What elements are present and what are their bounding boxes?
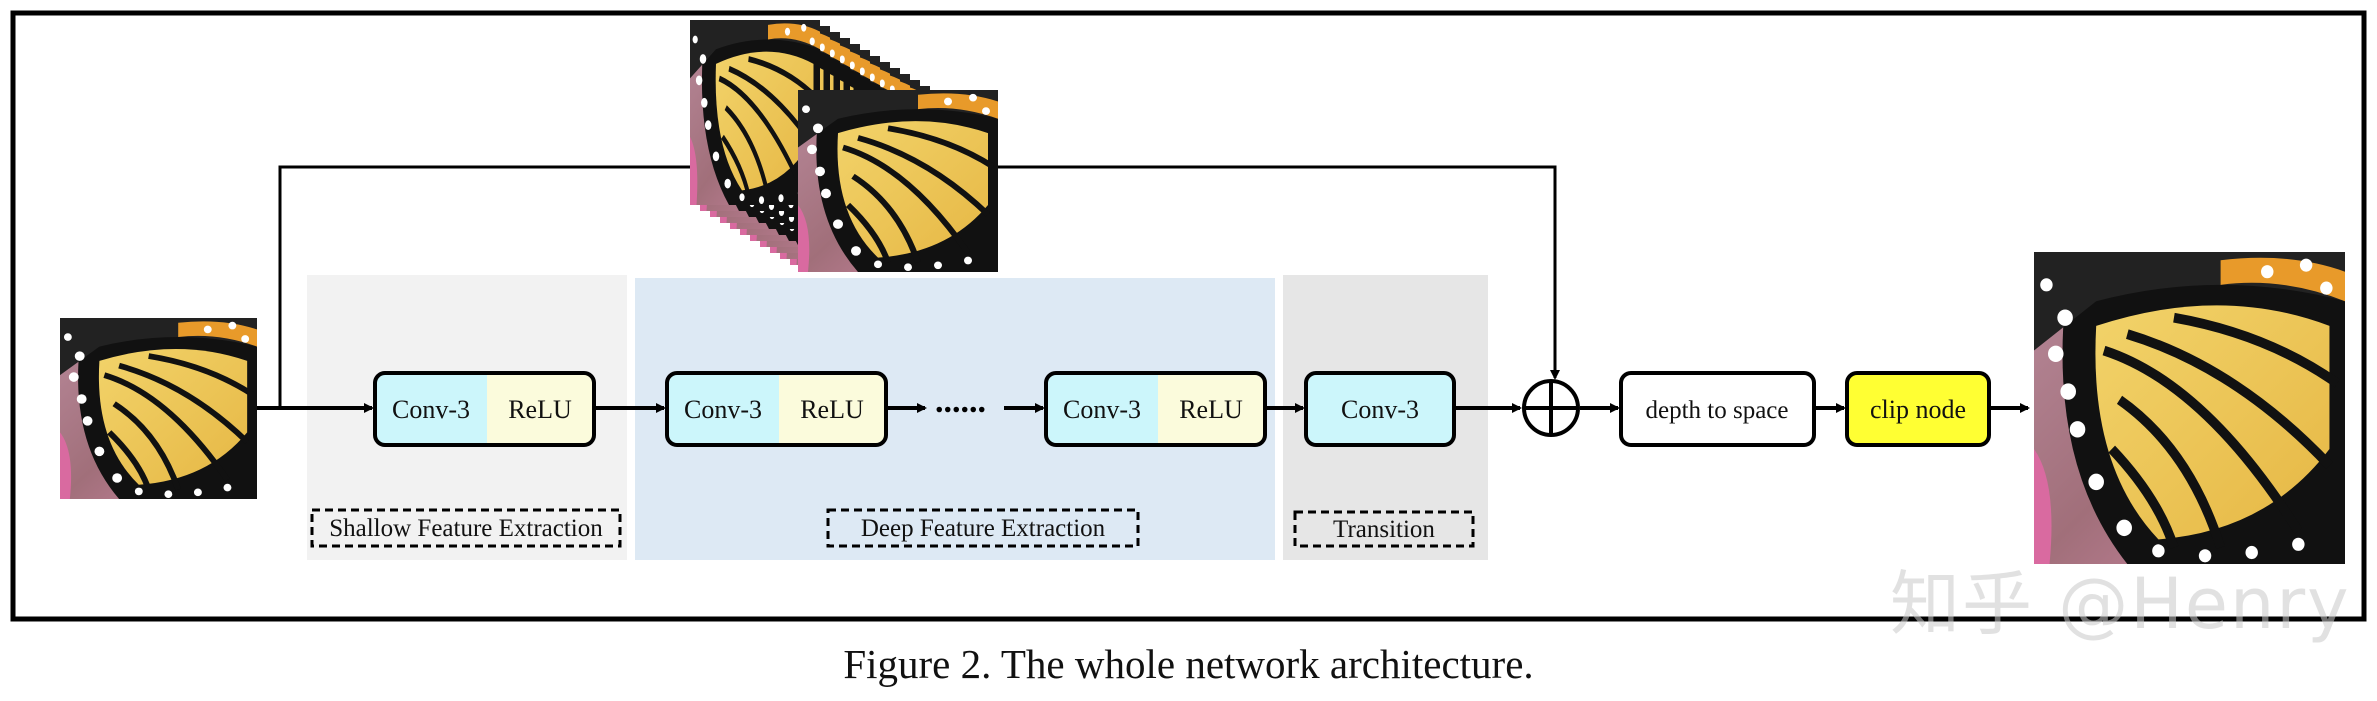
- deep2-conv-label: Conv-3: [1063, 395, 1141, 424]
- deep-conv-relu-block-2: Conv-3 ReLU: [1044, 371, 1267, 447]
- butterfly-output-image: [2034, 252, 2345, 564]
- transition-conv-label: Conv-3: [1341, 395, 1419, 424]
- transition-conv-block: Conv-3: [1304, 371, 1456, 447]
- deep2-relu-label: ReLU: [1179, 395, 1243, 424]
- ellipsis-dots: ......: [935, 383, 986, 420]
- clip-node-label: clip node: [1870, 395, 1966, 424]
- shallow-conv-label: Conv-3: [392, 395, 470, 424]
- deep1-conv-label: Conv-3: [684, 395, 762, 424]
- shallow-relu-label: ReLU: [508, 395, 572, 424]
- watermark-text: 知乎 @Henry: [1890, 563, 2351, 645]
- transition-section-label: Transition: [1293, 510, 1475, 548]
- shallow-conv-relu-block: Conv-3 ReLU: [373, 371, 596, 447]
- depth-to-space-block: depth to space: [1619, 371, 1816, 447]
- svg-text:Transition: Transition: [1333, 516, 1435, 543]
- plus-circle-icon: [1522, 379, 1580, 437]
- deep-section-label: Deep Feature Extraction: [826, 508, 1140, 548]
- deep1-relu-label: ReLU: [800, 395, 864, 424]
- svg-text:Deep Feature Extraction: Deep Feature Extraction: [861, 515, 1106, 542]
- diagram-frame: [10, 10, 2367, 622]
- depth-to-space-label: depth to space: [1645, 397, 1788, 424]
- svg-text:Shallow Feature Extraction: Shallow Feature Extraction: [329, 515, 603, 542]
- figure-caption: Figure 2. The whole network architecture…: [843, 641, 1534, 687]
- butterfly-input-image: [60, 318, 257, 499]
- clip-node-block: clip node: [1845, 371, 1991, 447]
- shallow-section-label: Shallow Feature Extraction: [310, 508, 622, 548]
- deep-conv-relu-block-1: Conv-3 ReLU: [665, 371, 888, 447]
- butterfly-feature-maps-stack: [690, 20, 998, 272]
